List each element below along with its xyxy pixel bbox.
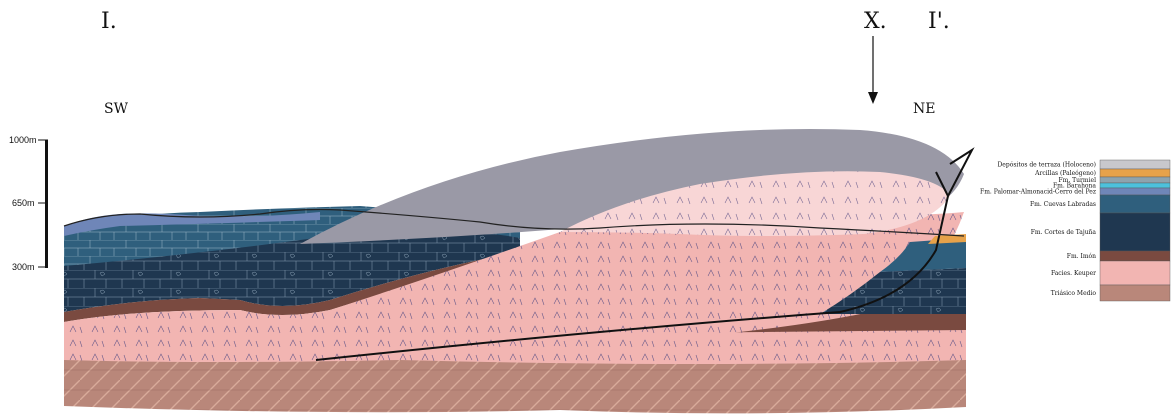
legend-swatch	[1100, 213, 1170, 251]
legend-label: Fm. Cuevas Labradas	[1030, 201, 1096, 208]
legend-swatch	[1100, 251, 1170, 261]
direction-sw-label: SW	[104, 101, 129, 117]
stratigraphic-legend: Depósitos de terraza (Holoceno)Arcillas …	[980, 160, 1170, 301]
legend-swatch	[1100, 177, 1170, 183]
vertical-scale-bar: 1000m 650m 300m	[9, 135, 48, 272]
legend-swatch	[1100, 183, 1170, 188]
direction-ne-label: NE	[913, 101, 935, 117]
section-marker-label: X.	[864, 9, 887, 34]
legend-swatch	[1100, 261, 1170, 285]
section-start-label: I.	[101, 9, 117, 34]
scale-tick-label: 1000m	[9, 135, 37, 145]
scale-tick-label: 650m	[12, 198, 35, 208]
legend-label: Fm. Cortes de Tajuña	[1031, 229, 1097, 236]
legend-label: Depósitos de terraza (Holoceno)	[998, 162, 1097, 169]
legend-swatch	[1100, 169, 1170, 177]
legend-swatch	[1100, 188, 1170, 195]
legend-swatch	[1100, 285, 1170, 301]
legend-swatch	[1100, 195, 1170, 213]
unit-triasico-medio	[64, 358, 966, 413]
legend-label: Facies. Keuper	[1051, 270, 1096, 277]
legend-swatch	[1100, 160, 1170, 169]
scale-tick-label: 300m	[12, 262, 35, 272]
section-marker-arrow	[868, 36, 878, 104]
legend-label: Arcillas (Paleógeno)	[1034, 170, 1096, 177]
legend-label: Fm. Imón	[1067, 253, 1096, 260]
legend-label: Fm. Palomar-Almonacid-Cerro del Pez	[980, 189, 1096, 196]
geologic-cross-section	[64, 129, 972, 413]
section-end-label: I'.	[928, 9, 950, 34]
legend-label: Triásico Medio	[1051, 290, 1097, 297]
